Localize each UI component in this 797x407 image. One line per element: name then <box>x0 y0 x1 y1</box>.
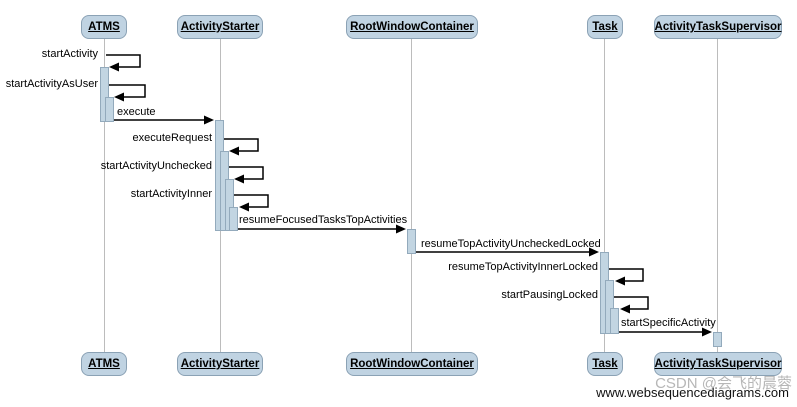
actor-box-top-task: Task <box>587 15 623 39</box>
arrow-startactivityunchecked <box>229 166 264 184</box>
actor-box-bottom-task: Task <box>587 352 623 376</box>
message-label-startpausinglocked: startPausingLocked <box>501 289 598 301</box>
lifeline-activitytasksupervisor <box>717 39 718 352</box>
actor-box-top-rootwindowcontainer: RootWindowContainer <box>346 15 478 39</box>
actor-box-top-activitystarter: ActivityStarter <box>177 15 263 39</box>
arrow-startactivityasuser <box>109 84 146 102</box>
actor-box-top-atms: ATMS <box>81 15 127 39</box>
lifeline-task <box>604 39 605 352</box>
message-label-executerequest: executeRequest <box>132 132 213 144</box>
message-label-resumefocusedtaskstopactivities: resumeFocusedTasksTopActivities <box>239 214 408 226</box>
arrow-startpausinglocked <box>614 296 649 314</box>
actor-box-top-activitytasksupervisor: ActivityTaskSupervisor <box>654 15 782 39</box>
activation-task-3 <box>610 308 619 334</box>
actor-box-bottom-activitystarter: ActivityStarter <box>177 352 263 376</box>
actor-label: ActivityStarter <box>180 21 260 33</box>
actor-label: Task <box>592 358 618 370</box>
arrow-startactivity <box>106 54 141 72</box>
message-label-startactivityinner: startActivityInner <box>130 188 212 200</box>
actor-label: ActivityTaskSupervisor <box>654 21 782 33</box>
message-label-startactivityunchecked: startActivityUnchecked <box>100 160 212 172</box>
actor-box-bottom-rootwindowcontainer: RootWindowContainer <box>346 352 478 376</box>
actor-label: ActivityStarter <box>180 358 260 370</box>
arrow-resumetopactivityinnerlocked <box>609 268 644 286</box>
actor-label: ActivityTaskSupervisor <box>654 358 782 370</box>
watermark-csdn: CSDN @会飞的晨蓉 <box>655 375 792 392</box>
lifeline-rootwindowcontainer <box>411 39 412 352</box>
message-label-startactivity: startActivity <box>41 48 98 60</box>
arrow-startactivityinner <box>234 194 269 212</box>
actor-label: Task <box>592 21 618 33</box>
activation-activitytasksupervisor-1 <box>713 332 722 347</box>
activation-activitystarter-4 <box>229 207 238 231</box>
actor-box-bottom-atms: ATMS <box>81 352 127 376</box>
message-label-resumetopactivityinnerlocked: resumeTopActivityInnerLocked <box>448 261 598 273</box>
message-label-startspecificactivity: startSpecificActivity <box>621 317 716 329</box>
message-label-execute: execute <box>117 106 156 118</box>
activation-rootwindowcontainer-1 <box>407 229 416 254</box>
actor-label: ATMS <box>88 358 120 370</box>
activation-atms-2 <box>105 97 114 122</box>
lifeline-atms <box>104 39 105 352</box>
message-label-startactivityasuser: startActivityAsUser <box>5 78 98 90</box>
activation-atms-1 <box>100 67 109 122</box>
actor-label: RootWindowContainer <box>350 358 474 370</box>
actor-label: ATMS <box>88 21 120 33</box>
actor-label: RootWindowContainer <box>350 21 474 33</box>
message-label-resumetopactivityuncheckedlocked: resumeTopActivityUncheckedLocked <box>421 238 601 250</box>
actor-box-bottom-activitytasksupervisor: ActivityTaskSupervisor <box>654 352 782 376</box>
watermark-websequencediagrams: www.websequencediagrams.com <box>596 385 789 400</box>
arrow-executerequest <box>224 138 259 156</box>
